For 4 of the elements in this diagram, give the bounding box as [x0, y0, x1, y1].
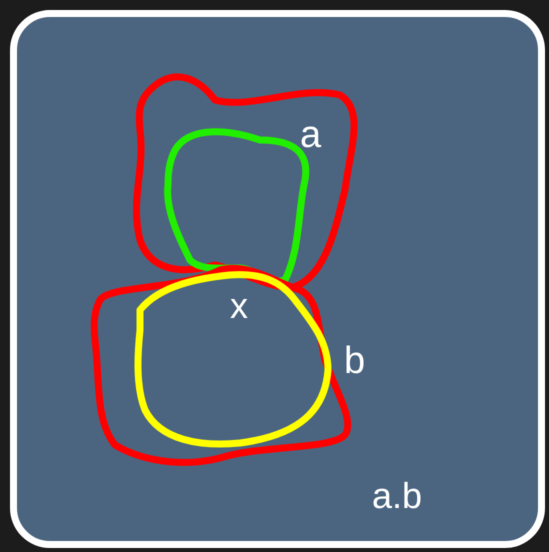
point-label: a.b	[372, 478, 422, 514]
region-label: a	[300, 116, 322, 154]
region-label: b	[344, 342, 366, 380]
point-label: x	[230, 288, 248, 324]
